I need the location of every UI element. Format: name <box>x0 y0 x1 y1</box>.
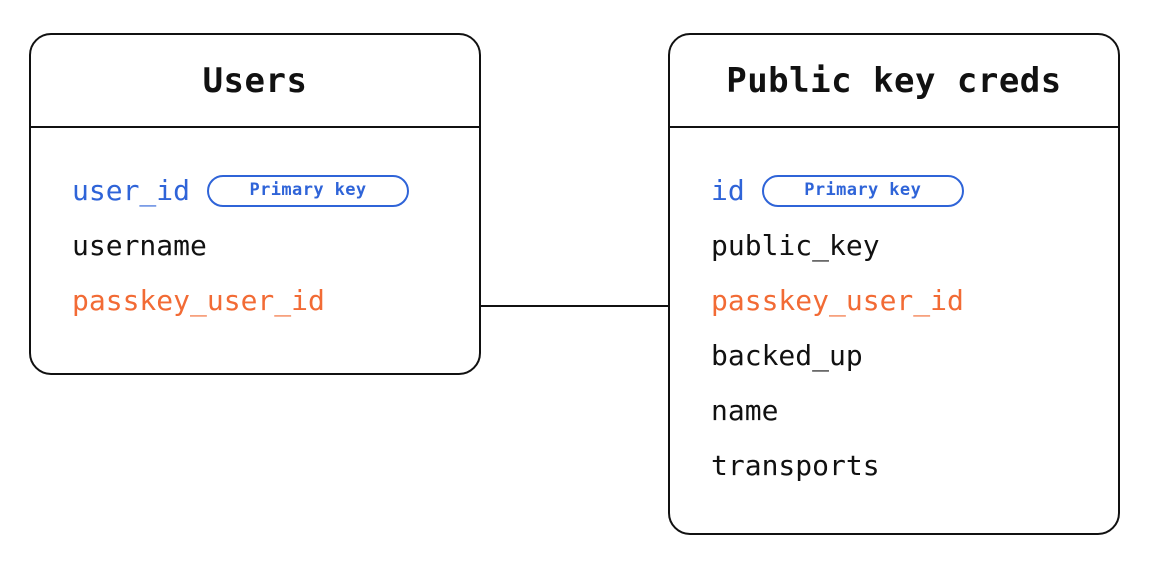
field-row-user-id[interactable]: user_id Primary key <box>31 163 479 218</box>
field-row-id[interactable]: id Primary key <box>670 163 1118 218</box>
field-name-name: name <box>711 393 779 427</box>
entity-header-public-key-creds: Public key creds <box>670 35 1118 128</box>
field-name-passkey-user-id: passkey_user_id <box>711 283 964 317</box>
field-row-name[interactable]: name <box>670 383 1118 438</box>
entity-header-users: Users <box>31 35 479 128</box>
entity-title-users: Users <box>202 60 308 101</box>
field-name-public-key: public_key <box>711 228 880 262</box>
field-name-backed-up: backed_up <box>711 338 863 372</box>
field-name-transports: transports <box>711 448 880 482</box>
field-name-passkey-user-id: passkey_user_id <box>72 283 325 317</box>
field-name-user-id: user_id <box>72 173 191 207</box>
field-name-id: id <box>711 173 745 207</box>
relationship-connector-line <box>481 305 668 307</box>
field-row-transports[interactable]: transports <box>670 438 1118 493</box>
field-row-backed-up[interactable]: backed_up <box>670 328 1118 383</box>
field-name-username: username <box>72 228 207 262</box>
field-row-username[interactable]: username <box>31 218 479 273</box>
entity-card-users[interactable]: Users user_id Primary key username passk… <box>29 33 481 375</box>
field-row-public-key[interactable]: public_key <box>670 218 1118 273</box>
primary-key-badge: Primary key <box>207 174 410 207</box>
entity-field-list-public-key-creds: id Primary key public_key passkey_user_i… <box>670 128 1118 493</box>
primary-key-badge: Primary key <box>761 174 964 207</box>
field-row-passkey-user-id[interactable]: passkey_user_id <box>31 273 479 328</box>
field-row-passkey-user-id[interactable]: passkey_user_id <box>670 273 1118 328</box>
entity-card-public-key-creds[interactable]: Public key creds id Primary key public_k… <box>668 33 1120 535</box>
entity-field-list-users: user_id Primary key username passkey_use… <box>31 128 479 328</box>
entity-title-public-key-creds: Public key creds <box>726 60 1062 101</box>
